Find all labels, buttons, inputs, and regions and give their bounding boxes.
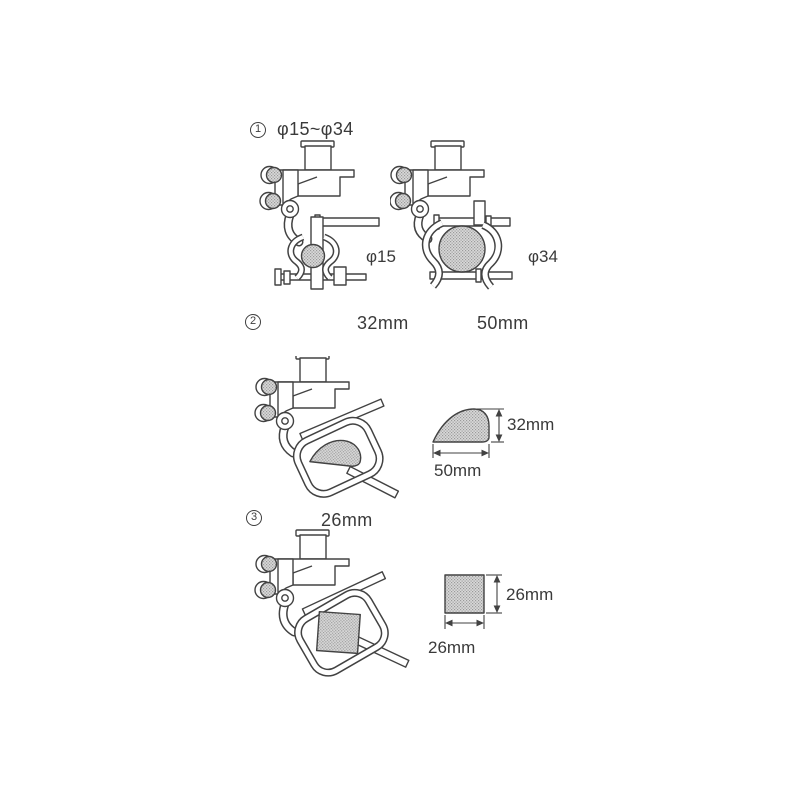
- section-2-width-label: 32mm: [357, 313, 409, 333]
- section-1-range-label: φ15~φ34: [277, 119, 354, 139]
- dimension-figure-square: 26mm 26mm: [428, 574, 553, 657]
- side-rod: [433, 214, 511, 230]
- square-height-label: 26mm: [506, 585, 553, 604]
- side-rod: [314, 214, 380, 230]
- aero-profile-shape: [432, 408, 490, 443]
- figure-caption-phi15: φ15: [366, 247, 396, 266]
- clamp-figure-phi15: [259, 140, 380, 290]
- section-1-number: 1: [250, 122, 266, 138]
- section-2-depth-label: 50mm: [477, 313, 529, 333]
- top-strap: [473, 200, 486, 226]
- clamp-figure-aero: [254, 356, 400, 499]
- section-2-number: 2: [245, 314, 261, 330]
- bottom-bar: [429, 268, 513, 283]
- held-square-post: [315, 610, 361, 655]
- clamp-arm: [278, 599, 299, 637]
- clamp-jaws: [421, 219, 503, 290]
- figure-caption-phi34: φ34: [528, 247, 558, 266]
- square-width-label: 26mm: [428, 638, 475, 657]
- aero-height-label: 32mm: [507, 415, 554, 434]
- held-tube-34mm: [438, 225, 486, 273]
- section-3-number: 3: [246, 510, 262, 526]
- dimension-figure-aero: 32mm 50mm: [432, 408, 554, 480]
- aero-width-label: 50mm: [434, 461, 481, 480]
- clamp-figure-square: [254, 529, 410, 677]
- dimension-lines: [444, 574, 502, 629]
- mount-body: [390, 140, 485, 219]
- held-aero-post: [309, 439, 362, 467]
- mount-body: [259, 140, 355, 219]
- held-tube-15mm: [300, 243, 326, 269]
- clamp-jaws: [287, 233, 340, 281]
- dimension-arrowheads: [445, 575, 501, 627]
- clamp-loop: [294, 588, 389, 677]
- dimension-arrowheads: [433, 409, 503, 457]
- clamp-loop: [292, 416, 384, 498]
- clamp-figure-phi34: [390, 140, 513, 290]
- section-3-size-label: 26mm: [321, 510, 373, 530]
- clamp-arm: [278, 422, 298, 458]
- square-profile-shape: [444, 574, 485, 614]
